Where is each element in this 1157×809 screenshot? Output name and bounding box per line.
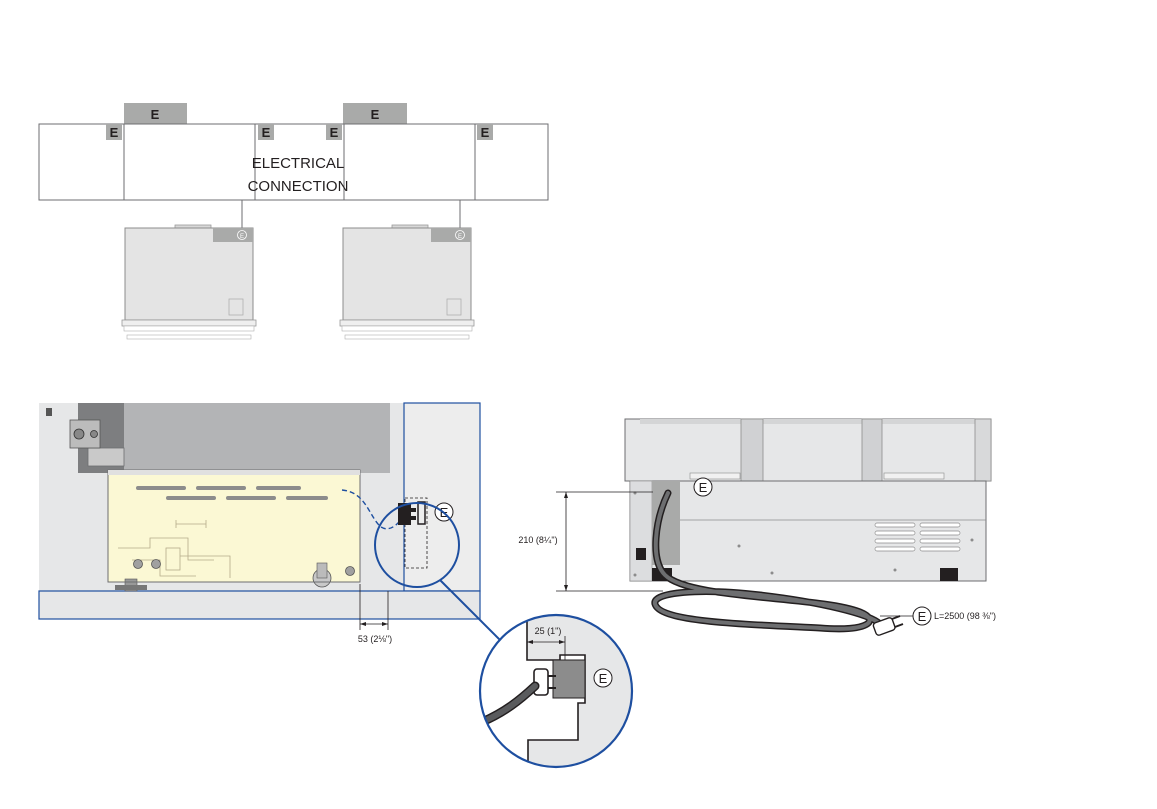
e-label-1: E <box>110 125 119 140</box>
e-box-1 <box>106 124 122 140</box>
detail-cable <box>480 683 538 725</box>
e-label-2: E <box>262 125 271 140</box>
e-label-tab-left: E <box>151 107 160 122</box>
e-marker-circle-cord <box>912 606 932 626</box>
dim-label-25: 25 (1") <box>535 626 562 636</box>
dim-label-53: 53 (2⅛") <box>358 634 392 644</box>
e-box-4 <box>477 124 493 140</box>
detail-zoom: 25 (1") E <box>478 613 634 769</box>
e-marker-cord: E <box>918 609 927 624</box>
e-label-tab-right: E <box>371 107 380 122</box>
e-marker-circle-rear <box>693 477 713 497</box>
dim-label-210: 210 (8¼") <box>518 535 557 545</box>
side-cutaway-view: E 53 (2⅛") <box>38 402 506 646</box>
rear-tab-left <box>124 103 187 124</box>
magnifier-connector <box>439 579 506 646</box>
cabinet-2 <box>123 123 256 201</box>
plug-side <box>398 503 411 525</box>
e-marker-appliance-right: E <box>458 234 462 240</box>
appliance-front-right: E <box>339 224 475 340</box>
rear-top-lid <box>624 418 992 482</box>
cord-length-label: L=2500 (98 ⅜") <box>934 611 996 621</box>
rear-foot-right <box>940 568 958 581</box>
cord-dashed-path <box>341 489 403 530</box>
cabinet-4 <box>343 123 476 201</box>
e-label-4: E <box>481 125 490 140</box>
e-marker-circle-detail <box>593 668 613 688</box>
magnifier-circle <box>374 502 460 588</box>
appliance-front-left: E <box>121 224 257 340</box>
floor <box>38 590 481 620</box>
socket-outline <box>404 497 428 569</box>
power-plug <box>872 615 904 636</box>
e-marker-rear: E <box>699 480 708 495</box>
power-cord <box>653 491 882 631</box>
connection-label-line2: CONNECTION <box>248 178 349 195</box>
right-wall <box>403 402 481 592</box>
e-label-3: E <box>330 125 339 140</box>
e-marker-appliance-left: E <box>240 234 244 240</box>
rear-view: E E L=2500 (98 ⅜") 210 (8¼") <box>518 418 996 636</box>
e-marker-detail: E <box>599 671 608 686</box>
detail-circle-outline <box>478 613 634 769</box>
top-view: E E E E E E ELECTRICAL CONNECTION E <box>38 103 549 340</box>
cabinet-underside <box>88 403 390 473</box>
e-box-3 <box>326 124 342 140</box>
rear-tab-right <box>343 103 407 124</box>
detail-socket <box>552 659 586 699</box>
e-box-2 <box>258 124 274 140</box>
connection-label-line1: ELECTRICAL <box>252 155 345 172</box>
